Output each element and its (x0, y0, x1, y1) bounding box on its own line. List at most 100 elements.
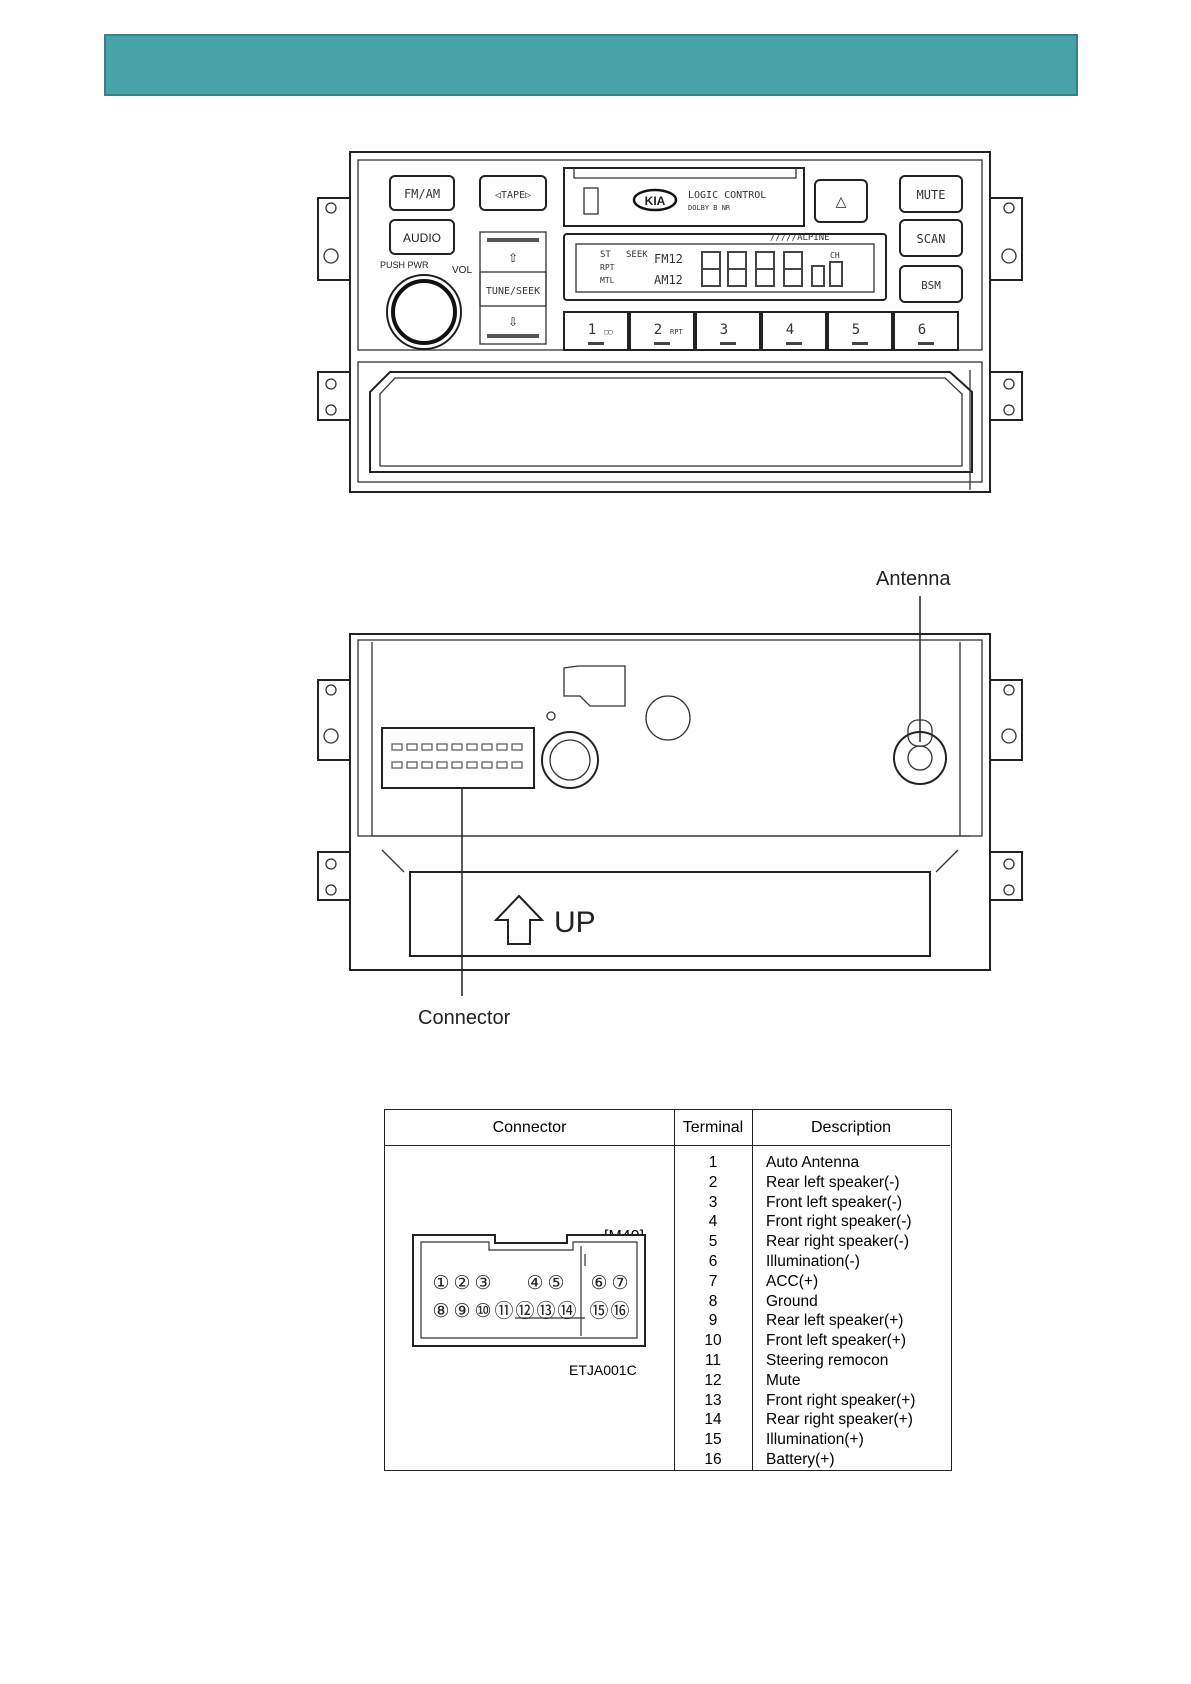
svg-text:TUNE/SEEK: TUNE/SEEK (486, 286, 540, 297)
fm-am-button[interactable] (389, 175, 455, 211)
svg-text:SCAN: SCAN (917, 232, 946, 246)
pin-number: ⑨ (453, 1301, 470, 1322)
svg-text:FM12: FM12 (654, 252, 683, 266)
terminal-cell: 8 (708, 1292, 718, 1310)
terminal-cell: 11 (704, 1351, 722, 1369)
preset-sublabel: RPT (670, 328, 683, 336)
preset-button-2[interactable] (629, 311, 695, 351)
header-description: Description (752, 1110, 950, 1146)
din-socket (541, 731, 599, 789)
connector-cell (451, 743, 463, 751)
up-arrow-icon (493, 894, 545, 945)
connector-cell (421, 761, 433, 769)
terminal-cell: 14 (704, 1411, 722, 1429)
pin-number: ⑫ (515, 1300, 534, 1322)
svg-text:AUDIO: AUDIO (403, 231, 441, 245)
scan-button[interactable] (899, 219, 963, 257)
pin-number: ⑦ (611, 1273, 628, 1294)
segment-digits (701, 251, 843, 287)
figure-code: ETJA001C (569, 1362, 637, 1378)
description-cell: Ground (766, 1292, 818, 1310)
preset-label: 4 (786, 322, 794, 338)
lcd-display (563, 233, 887, 301)
description-cell: Battery(+) (766, 1450, 835, 1468)
svg-text:SEEK: SEEK (626, 250, 648, 260)
svg-text:◁TAPE▷: ◁TAPE▷ (495, 190, 531, 201)
description-cell: Mute (766, 1371, 801, 1389)
connector-cell (466, 761, 478, 769)
radio-rear-panel-diagram: Antenna UP Connector (317, 568, 1023, 1029)
svg-text://///ALPINE: /////ALPINE (770, 233, 830, 243)
connector-cell (511, 761, 523, 769)
preset-indicator (852, 342, 868, 345)
terminal-cell: 10 (704, 1332, 722, 1350)
right-rear-bracket (990, 679, 1023, 901)
connector-cell (511, 743, 523, 751)
preset-button-1[interactable] (563, 311, 629, 351)
pin-number: ① (432, 1273, 449, 1294)
terminal-cell: 5 (708, 1233, 718, 1251)
connector-cell (436, 761, 448, 769)
preset-indicator (588, 342, 604, 345)
svg-text:MUTE: MUTE (917, 188, 946, 202)
connector-cell (421, 743, 433, 751)
bottom-pocket (409, 871, 931, 957)
connector-cell (466, 743, 478, 751)
terminal-cell: 16 (704, 1450, 722, 1468)
pin-number: ④ (526, 1273, 543, 1294)
svg-text:ST: ST (600, 250, 611, 260)
connector-pinout-table: Connector Terminal Description [M40] ①②③… (384, 1109, 952, 1471)
description-cell: Illumination(+) (766, 1431, 864, 1449)
preset-button-3[interactable] (695, 311, 761, 351)
preset-indicator (654, 342, 670, 345)
preset-button-5[interactable] (827, 311, 893, 351)
connector-cell (406, 743, 418, 751)
terminal-cell: 3 (708, 1193, 718, 1211)
antenna-label: Antenna (876, 568, 951, 590)
harness-connector (381, 727, 535, 789)
description-cell: Rear left speaker(-) (766, 1173, 900, 1191)
pin-number: ⑪ (494, 1300, 513, 1322)
mute-button[interactable] (899, 175, 963, 213)
svg-text:DOLBY B NR: DOLBY B NR (688, 204, 731, 212)
pin-number: ⑤ (547, 1273, 564, 1294)
pin-number: ⑮ (589, 1300, 608, 1322)
svg-text:MTL: MTL (600, 276, 615, 285)
pin-number: ⑭ (557, 1300, 576, 1322)
description-cell: Rear right speaker(+) (766, 1411, 913, 1429)
preset-sublabel: ▢▢ (604, 328, 612, 336)
svg-text:PUSH PWR: PUSH PWR (380, 260, 429, 270)
terminal-cell: 1 (708, 1154, 718, 1171)
preset-button-6[interactable] (893, 311, 959, 351)
preset-button-4[interactable] (761, 311, 827, 351)
tape-button[interactable] (479, 175, 547, 211)
antenna-jack (893, 731, 947, 785)
preset-label: 5 (852, 322, 860, 338)
fm-am-label: FM/AM (404, 187, 440, 201)
terminal-cell: 6 (708, 1252, 718, 1270)
eject-button[interactable] (814, 179, 868, 223)
left-mount-bracket (317, 197, 350, 421)
pin-number: ③ (474, 1273, 491, 1294)
connector-cell (436, 743, 448, 751)
pin-number: ⑧ (432, 1301, 449, 1322)
description-cell: Steering remocon (766, 1351, 889, 1369)
pin-number: ⑩ (474, 1301, 491, 1322)
preset-label: 6 (918, 322, 926, 338)
cassette-door (563, 167, 805, 227)
bsm-button[interactable] (899, 265, 963, 303)
volume-knob[interactable] (386, 274, 462, 350)
svg-text:KIA: KIA (645, 194, 666, 208)
connector-cell (496, 761, 508, 769)
pin-number: ⑯ (610, 1300, 629, 1322)
audio-button[interactable] (389, 219, 455, 255)
svg-text:VOL: VOL (452, 265, 472, 276)
preset-indicator (720, 342, 736, 345)
preset-indicator (918, 342, 934, 345)
preset-indicator (786, 342, 802, 345)
kia-logo (632, 188, 678, 212)
svg-text:⇧: ⇧ (508, 251, 518, 265)
right-mount-bracket (990, 197, 1023, 421)
svg-text:BSM: BSM (921, 279, 941, 292)
